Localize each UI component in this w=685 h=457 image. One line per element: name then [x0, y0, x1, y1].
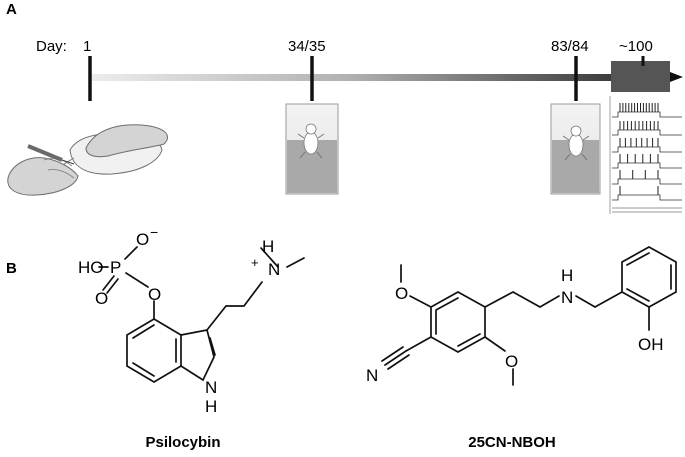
psilocybin-structure [98, 246, 305, 383]
pyrrole-double-bond [209, 337, 216, 356]
trace-4 [612, 162, 682, 169]
central-ring-inner [435, 297, 481, 347]
bond-p-o-double [102, 275, 119, 294]
benzene-inner-bonds [132, 324, 177, 377]
atom-n-amine: N [561, 288, 573, 307]
atom-h-amine: H [561, 266, 573, 285]
timepoint-label-day100: ~100 [619, 38, 653, 55]
atom-o-ester: O [148, 285, 161, 304]
trace-1 [612, 111, 682, 118]
timepoint-label-day1: 1 [83, 38, 91, 55]
atom-n-plus: N [268, 260, 280, 279]
bond-ch2-ring [594, 291, 623, 308]
gloved-hand-bottom [7, 157, 79, 196]
bond-p-ominus [124, 246, 138, 260]
bond-n-ch2 [575, 295, 596, 308]
gloved-hand-top [85, 124, 168, 158]
trace-3 [612, 146, 682, 153]
atom-o-minus: O [136, 230, 149, 249]
psilocybin-atoms: HO P O − O O N H + N H [78, 224, 280, 416]
n-methyl-bonds [260, 247, 305, 268]
swimming-mouse [568, 133, 584, 157]
phenol-ring [621, 246, 677, 308]
timeline-arrowhead [670, 72, 683, 82]
electrophysiology-traces [609, 96, 682, 214]
bond-ring-cn [405, 336, 432, 352]
mouse-head [570, 125, 582, 137]
bond-ring-o-top [409, 295, 432, 308]
day-label: Day: [36, 38, 67, 55]
atom-h-ring: H [205, 397, 217, 416]
trace-5 [612, 178, 682, 185]
swim-beaker-1 [285, 103, 339, 195]
timepoint-label-day34: 34/35 [288, 38, 326, 55]
25cn-nboh-structure [381, 246, 677, 386]
atom-o-double: O [95, 289, 108, 308]
mouse-head [305, 123, 317, 135]
side-chain [206, 281, 263, 331]
25cn-nboh-name: 25CN-NBOH [468, 434, 556, 451]
trace-2 [612, 129, 682, 136]
mouse-limbs [297, 133, 325, 159]
phenol-ring-inner [626, 252, 672, 302]
central-ring [430, 291, 486, 353]
timeline-end-block [611, 61, 670, 92]
atom-o-top: O [395, 284, 408, 303]
pyrrole-ring [180, 329, 215, 382]
bond-o-p [125, 272, 149, 288]
trace-baseline [612, 207, 682, 213]
25cn-nboh-atoms: O O N N H OH [366, 266, 664, 385]
psilocybin-name: Psilocybin [145, 434, 220, 451]
atom-p: P [110, 258, 121, 277]
bond-ring-o-bottom [484, 336, 506, 352]
syringe [27, 144, 63, 162]
atom-ho: HO [78, 258, 104, 277]
mouse-limbs [562, 135, 590, 161]
panel-a-label: A [6, 1, 17, 18]
swim-beaker-2 [550, 103, 601, 195]
atom-h-on-n: H [262, 237, 274, 256]
benzene-ring [126, 318, 182, 383]
atom-n-ring: N [205, 378, 217, 397]
nitrile-triple-bond [381, 346, 410, 370]
injection-illustration [7, 124, 168, 196]
syringe-needle [61, 159, 75, 165]
panel-b-label: B [6, 260, 17, 277]
action-potential-spikes [619, 103, 659, 195]
charge-minus: − [150, 224, 158, 240]
ethyl-chain [484, 291, 560, 308]
atom-n-nitrile: N [366, 366, 378, 385]
atom-oh: OH [638, 335, 664, 354]
trace-6 [612, 194, 682, 201]
charge-plus: + [251, 255, 259, 270]
atom-o-bottom: O [505, 352, 518, 371]
swimming-mouse [303, 131, 319, 155]
timepoint-label-day83: 83/84 [551, 38, 589, 55]
timeline-bar [92, 74, 612, 81]
